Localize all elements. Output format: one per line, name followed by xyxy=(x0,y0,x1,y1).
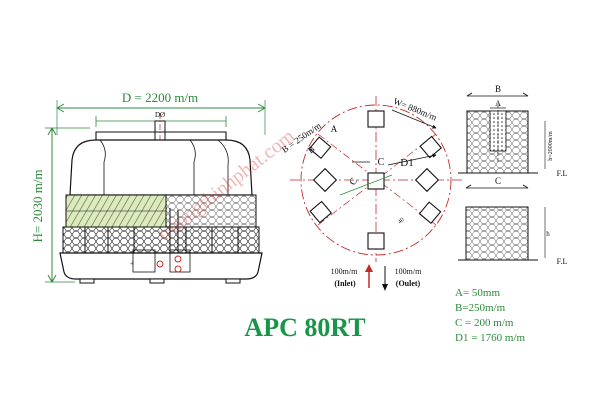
support-pads xyxy=(308,110,443,250)
foundation-detail-bottom: C h F.L xyxy=(458,176,567,266)
detail-top-a: A xyxy=(495,99,501,108)
detail-top-fl: F.L xyxy=(557,169,568,178)
height-label: H= 2030 m/m xyxy=(30,169,45,242)
spec-item: A= 50mm xyxy=(455,287,500,299)
spec-item: C = 200 m/m xyxy=(455,317,514,329)
height-dimension: H= 2030 m/m xyxy=(30,127,90,283)
spec-item: D1 = 1760 m/m xyxy=(455,332,526,344)
flow-legend: 100m/m (Inlet) 100m/m (Oulet) xyxy=(331,264,422,291)
detail-bottom-c: C xyxy=(495,176,501,186)
plan-small-dim: 40 xyxy=(397,217,405,225)
plan-d1-label: D1 xyxy=(400,157,413,169)
inlet-label: (Inlet) xyxy=(334,279,356,288)
inlet-size: 100m/m xyxy=(331,267,358,276)
air-inlet-louver xyxy=(62,226,260,254)
plan-w-label: W= 880m/m xyxy=(392,96,438,122)
spec-item: B=250m/m xyxy=(455,302,506,314)
detail-bottom-h: h xyxy=(546,230,550,238)
model-title: APC 80RT xyxy=(244,313,365,342)
outlet-size: 100m/m xyxy=(395,267,422,276)
detail-bottom-fl: F.L xyxy=(557,257,568,266)
plan-circle xyxy=(300,104,452,256)
detail-bottom-block xyxy=(465,206,529,261)
plan-view: W= 880m/m B = 250m/m B A C C D1 40 xyxy=(280,96,462,262)
plan-a-label: A xyxy=(331,124,338,134)
detail-top-b: B xyxy=(495,84,501,94)
detail-top-h: h=2000m/m xyxy=(548,131,554,161)
outlet-arrow-icon xyxy=(382,266,388,291)
support-legs xyxy=(79,278,241,284)
inlet-arrow-icon xyxy=(365,264,373,288)
outlet-label: (Oulet) xyxy=(396,279,421,288)
spec-list: A= 50mm B=250m/m C = 200 m/m D1 = 1760 m… xyxy=(455,287,526,344)
plan-b-short: B xyxy=(306,144,317,156)
basin-valves: + xyxy=(130,255,182,273)
fan-stack xyxy=(95,131,227,140)
width-label: D = 2200 m/m xyxy=(122,90,198,105)
plan-c-label: C xyxy=(378,157,385,168)
upper-casing xyxy=(69,139,253,196)
width-dimension: D = 2200 m/m xyxy=(56,90,266,135)
plan-c-label-2: C xyxy=(347,176,360,188)
front-elevation: D = 2200 m/m H= 2030 m/m DØ xyxy=(30,90,266,284)
foundation-detail-top: B A h=2000m/m F.L xyxy=(458,84,567,178)
svg-text:+: + xyxy=(130,259,135,268)
